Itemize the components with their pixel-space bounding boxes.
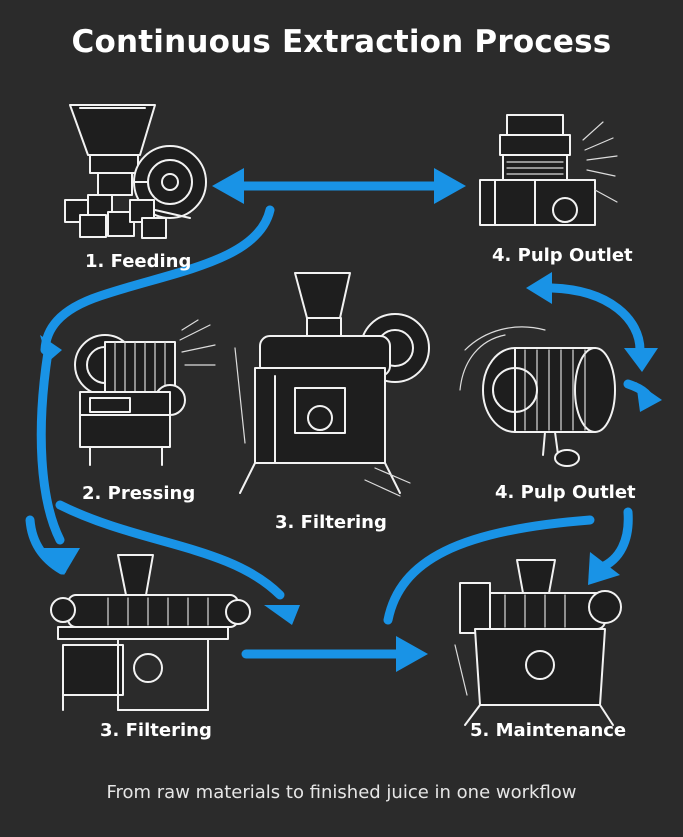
maintenance-machine-icon xyxy=(454,559,622,726)
filtering-press-icon xyxy=(50,554,251,711)
step-label-pulp-outlet-right: 4. Pulp Outlet xyxy=(495,482,636,503)
feeding-machine-icon xyxy=(64,104,207,239)
flow-arrows xyxy=(25,168,662,672)
arrow-pressing-to-filtering xyxy=(36,347,80,575)
step-label-feeding: 1. Feeding xyxy=(85,251,192,272)
arrow-outlet-to-maintenance xyxy=(588,507,633,585)
arrow-center-curve xyxy=(55,500,300,625)
arrow-outlet-loop xyxy=(526,272,662,412)
arrow-left-curl xyxy=(25,515,67,575)
arrow-feeding-to-outlet xyxy=(212,168,466,204)
filtering-machine-icon xyxy=(234,272,430,497)
step-label-pulp-outlet-top: 4. Pulp Outlet xyxy=(492,245,633,266)
pulp-drum-icon xyxy=(459,326,616,467)
arrow-up-curve xyxy=(383,515,595,625)
pulp-outlet-machine-icon xyxy=(479,114,618,226)
diagram-title: Continuous Extraction Process xyxy=(71,24,612,60)
step-label-filtering-center: 3. Filtering xyxy=(275,512,387,533)
pressing-machine-icon xyxy=(74,319,216,466)
diagram-footer: From raw materials to finished juice in … xyxy=(106,782,577,803)
step-label-filtering-bottom: 3. Filtering xyxy=(100,720,212,741)
step-label-maintenance: 5. Maintenance xyxy=(470,720,627,741)
arrow-feeding-to-pressing xyxy=(40,205,275,362)
arrow-filtering-to-maintenance xyxy=(241,636,428,672)
step-label-pressing: 2. Pressing xyxy=(82,483,196,504)
